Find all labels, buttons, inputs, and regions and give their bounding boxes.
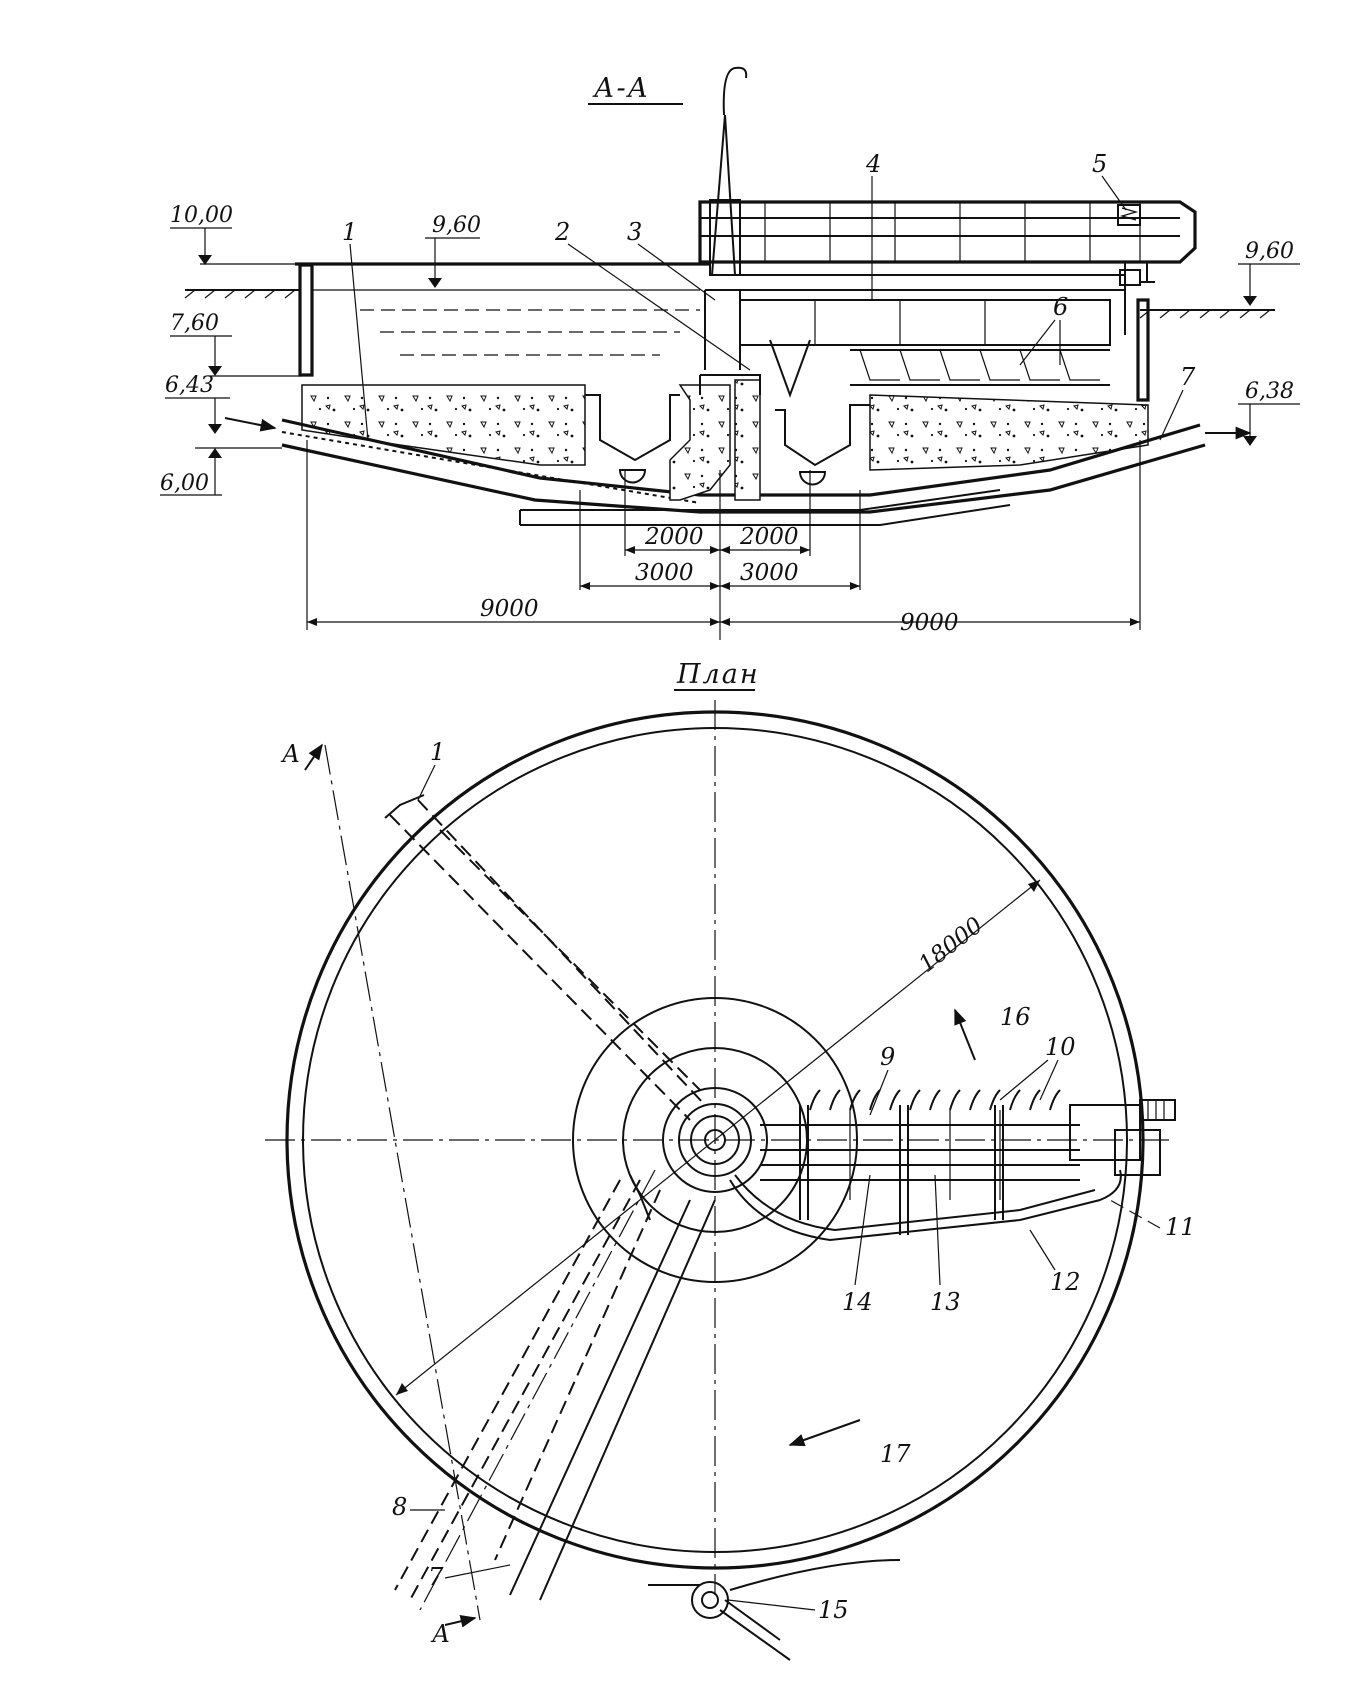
- plan-pipe-8: [394, 1169, 656, 1611]
- section-marker-a-bottom: А: [430, 1620, 450, 1648]
- drive-wheel: [1140, 262, 1155, 283]
- section-callout-2: 2: [554, 218, 570, 246]
- dimension-mid-right: 3000: [740, 560, 799, 586]
- section-title: А-А: [592, 73, 650, 104]
- central-column: [669, 384, 731, 501]
- diameter-label: 18000: [914, 912, 988, 978]
- scraper-blades: [850, 349, 1110, 386]
- tank-wall-left: [298, 263, 314, 377]
- elevation-6-38: 6,38: [1238, 379, 1300, 446]
- center-notch: [629, 1174, 651, 1221]
- water-waves: [360, 309, 700, 356]
- mast: [710, 114, 737, 276]
- collector-right: [769, 339, 811, 398]
- drive-carriage: [1117, 204, 1141, 226]
- section-callouts: 1 2 3 4 5 6 7: [342, 150, 1196, 441]
- plan-suction-vertical: [799, 1105, 1004, 1235]
- inflow-arrow: [224, 417, 277, 432]
- plan-callout-9: 9: [880, 1043, 895, 1071]
- plan-callout-15: 15: [818, 1596, 849, 1624]
- plan-bridge: [760, 1099, 1176, 1200]
- inlet-pipe: [281, 418, 720, 514]
- concrete-bottom-left: [301, 384, 586, 466]
- plan-inlet-pipe: [384, 794, 706, 1121]
- plan-pipe-15: [648, 1559, 901, 1661]
- elevation-6-00: 6,00: [160, 447, 282, 496]
- elevation-6-43-label: 6,43: [165, 373, 214, 398]
- plan-suction-pipe: [729, 1169, 1122, 1242]
- section-callout-1: 1: [342, 218, 357, 246]
- drive-spring: [1119, 207, 1139, 221]
- dimension-outer-left: 9000: [480, 596, 539, 622]
- mast-hook: [722, 66, 748, 116]
- dimension-inner-left: 2000: [644, 524, 704, 550]
- rotating-bridge: [698, 200, 1197, 346]
- elevation-6-38-label: 6,38: [1245, 379, 1294, 404]
- section-arrow-a-bottom: [444, 1615, 477, 1628]
- flow-arrow-17: [788, 1419, 861, 1447]
- dimension-mid-left: 3000: [635, 560, 694, 586]
- sludge-pit-right: [775, 404, 870, 486]
- dimension-outer-right: 9000: [900, 610, 959, 636]
- section-arrow-a-top: [304, 743, 323, 771]
- outlet-pipe: [720, 423, 1206, 514]
- section-a-a: А-А: [160, 66, 1300, 640]
- section-callout-6: 6: [1053, 293, 1068, 321]
- section-callout-5: 5: [1092, 150, 1107, 178]
- inlet-pipe-axis: [281, 431, 701, 504]
- plan-view: План 18000 А А: [265, 659, 1196, 1661]
- plan-callout-8: 8: [392, 1493, 407, 1521]
- sludge-pit-left: [585, 394, 680, 484]
- elevation-9-60-right: 9,60: [1238, 239, 1300, 306]
- elevation-7-60: 7,60: [170, 311, 302, 377]
- ground-line-left: [184, 289, 300, 299]
- section-callout-7: 7: [1180, 363, 1196, 391]
- distributor-tube: [704, 289, 741, 370]
- plan-callout-11: 11: [1165, 1213, 1196, 1241]
- elevation-7-60-label: 7,60: [170, 311, 219, 336]
- flow-arrow-16: [954, 1008, 976, 1061]
- plan-callout-16: 16: [1000, 1003, 1031, 1031]
- ground-line-right: [1139, 309, 1275, 319]
- section-line-a: [324, 744, 481, 1621]
- plan-callouts: 1 7 8 9 10 11 12 13 14 15 16 17: [392, 738, 1196, 1624]
- central-well: [699, 374, 761, 395]
- elevation-6-00-label: 6,00: [160, 471, 209, 496]
- diameter-line: [395, 879, 1041, 1396]
- plan-title: План: [676, 659, 760, 690]
- plan-callout-14: 14: [842, 1288, 873, 1316]
- elevation-9-60-left: 9,60: [425, 213, 481, 288]
- plan-callout-10: 10: [1045, 1033, 1076, 1061]
- plan-callout-12: 12: [1050, 1268, 1081, 1296]
- central-shaft: [734, 379, 761, 501]
- plan-callout-1: 1: [430, 738, 445, 766]
- plan-callout-17: 17: [880, 1440, 911, 1468]
- concrete-bottom-right: [869, 394, 1149, 471]
- elevation-9-60-left-label: 9,60: [432, 213, 481, 238]
- elevation-9-60-right-label: 9,60: [1245, 239, 1294, 264]
- plan-callout-13: 13: [930, 1288, 961, 1316]
- plan-scrapers: [809, 1089, 1061, 1111]
- section-callout-4: 4: [865, 150, 881, 178]
- section-callout-3: 3: [627, 218, 642, 246]
- section-marker-a-top: А: [280, 740, 300, 768]
- elevation-10-00: 10,00: [170, 203, 295, 265]
- dimension-lines: 2000 2000 3000 3000 9000 9000: [306, 440, 1141, 640]
- elevation-6-43: 6,43: [165, 373, 230, 434]
- dimension-inner-right: 2000: [739, 524, 799, 550]
- plan-callout-7: 7: [428, 1563, 444, 1591]
- tank-wall-right: [1136, 298, 1150, 402]
- plan-pipe-7: [494, 1189, 716, 1601]
- elevation-10-00-label: 10,00: [170, 203, 233, 228]
